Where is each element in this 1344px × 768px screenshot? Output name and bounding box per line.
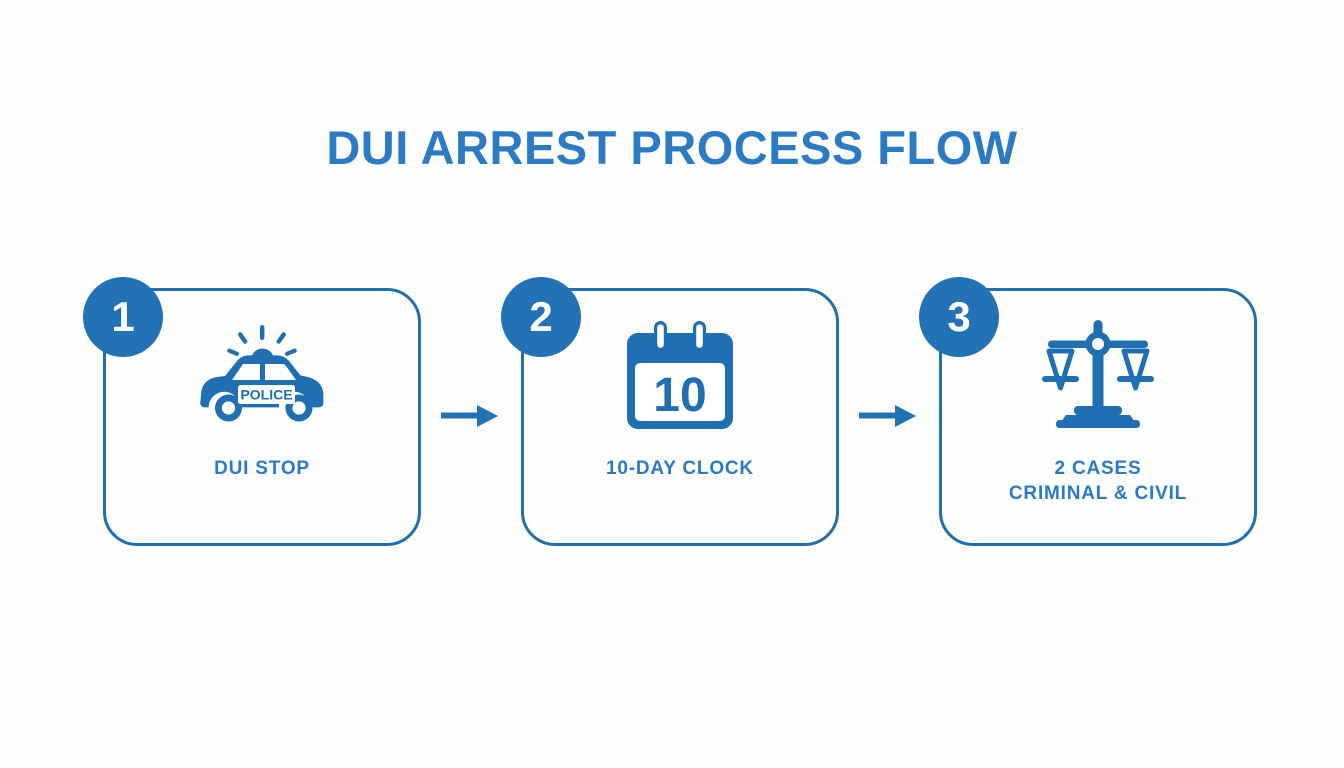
step-2-number-badge: 2 (501, 277, 581, 357)
police-car-icon: POLICE (200, 325, 324, 422)
arrow-step2-to-step3 (839, 288, 939, 546)
calendar-icon: 10 (627, 321, 733, 429)
page-title: DUI ARREST PROCESS FLOW (326, 121, 1018, 174)
police-car-badge-text: POLICE (240, 387, 292, 403)
arrow-step1-to-step2 (421, 288, 521, 546)
process-step-3: 2 CASES CRIMINAL & CIVIL 3 (919, 277, 1257, 546)
step-3-label: 2 CASES CRIMINAL & CIVIL (925, 456, 1271, 506)
process-flow: POLICE DUI STOP 1 (83, 277, 1259, 546)
step-card-3 (939, 288, 1257, 546)
step-3-label-line1: 2 CASES (1054, 458, 1142, 479)
calendar-day-number: 10 (653, 369, 706, 422)
step-2-icon-container: 10 (521, 316, 839, 436)
step-3-icon-container (939, 316, 1257, 436)
arrow-right-icon (859, 405, 916, 427)
step-1-label: DUI STOP (89, 456, 435, 481)
step-2-label-line1: 10-DAY CLOCK (606, 458, 754, 479)
step-3-label-line2: CRIMINAL & CIVIL (1008, 483, 1188, 505)
step-3-number-badge: 3 (919, 277, 999, 357)
step-1-label-line1: DUI STOP (214, 458, 310, 479)
process-step-2: 10 10-DAY CLOCK 2 (501, 277, 839, 546)
balance-scales-icon (1042, 320, 1154, 428)
process-step-1: POLICE DUI STOP 1 (83, 277, 421, 546)
step-1-icon-container: POLICE (103, 316, 421, 436)
step-card-2 (521, 288, 839, 546)
step-2-label: 10-DAY CLOCK (507, 456, 853, 481)
step-card-1 (103, 288, 421, 546)
step-1-number-badge: 1 (83, 277, 163, 357)
arrow-right-icon (441, 405, 498, 427)
